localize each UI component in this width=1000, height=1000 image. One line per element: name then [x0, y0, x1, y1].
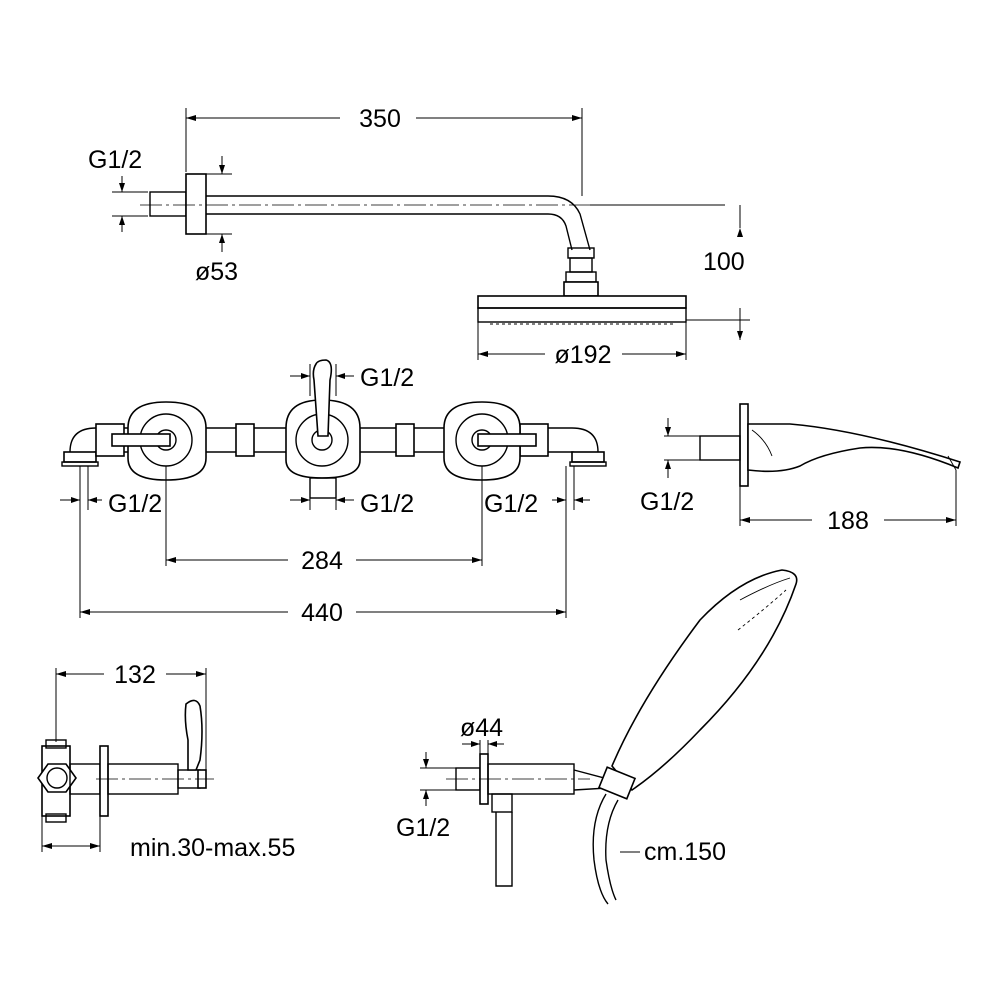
dimension-hand-thread: G1/2	[396, 752, 456, 842]
label-hand-thread: G1/2	[396, 814, 450, 842]
label-mixer-right-thread: G1/2	[484, 490, 538, 518]
dimension-188: 188	[739, 470, 957, 535]
label-mixer-center-thread: G1/2	[360, 490, 414, 518]
label-132: 132	[114, 661, 156, 689]
label-spout-thread: G1/2	[640, 488, 694, 516]
label-flange-53: ø53	[195, 258, 238, 286]
dimension-flange-53: ø53	[195, 156, 238, 286]
label-mixer-top-thread: G1/2	[360, 364, 414, 392]
dimension-spout-thread: G1/2	[640, 418, 700, 516]
label-hand-flange-44: ø44	[460, 714, 503, 742]
dimension-132: 132	[55, 661, 207, 770]
dimension-mixer-top-thread: G1/2	[290, 364, 414, 396]
shower-arm-drawing	[140, 173, 725, 325]
dimension-mixer-bottom-threads: G1/2 G1/2 G1/2	[60, 466, 590, 518]
label-hose-length: cm.150	[644, 838, 726, 866]
dimension-350: 350	[185, 105, 583, 196]
dimension-100: 100	[686, 205, 750, 340]
label-188: 188	[827, 507, 869, 535]
label-arm-thread: G1/2	[88, 146, 142, 174]
label-284: 284	[301, 547, 343, 575]
dimension-arm-thread: G1/2	[88, 146, 148, 232]
dimension-wall-range: min.30-max.55	[41, 816, 295, 862]
spout-drawing	[699, 403, 962, 487]
valve-side-drawing	[37, 699, 214, 823]
label-wall-range: min.30-max.55	[130, 834, 295, 862]
label-mixer-left-thread: G1/2	[108, 490, 162, 518]
dimension-284: 284	[165, 466, 483, 575]
label-100: 100	[703, 248, 745, 276]
label-440: 440	[301, 599, 343, 627]
dimension-440: 440	[79, 510, 567, 627]
mixer-drawing	[61, 359, 607, 499]
label-350: 350	[359, 105, 401, 133]
hand-shower-drawing	[446, 569, 798, 905]
dimension-hand-flange-44: ø44	[460, 714, 504, 754]
dimension-192: ø192	[477, 322, 687, 369]
label-192: ø192	[555, 341, 612, 369]
